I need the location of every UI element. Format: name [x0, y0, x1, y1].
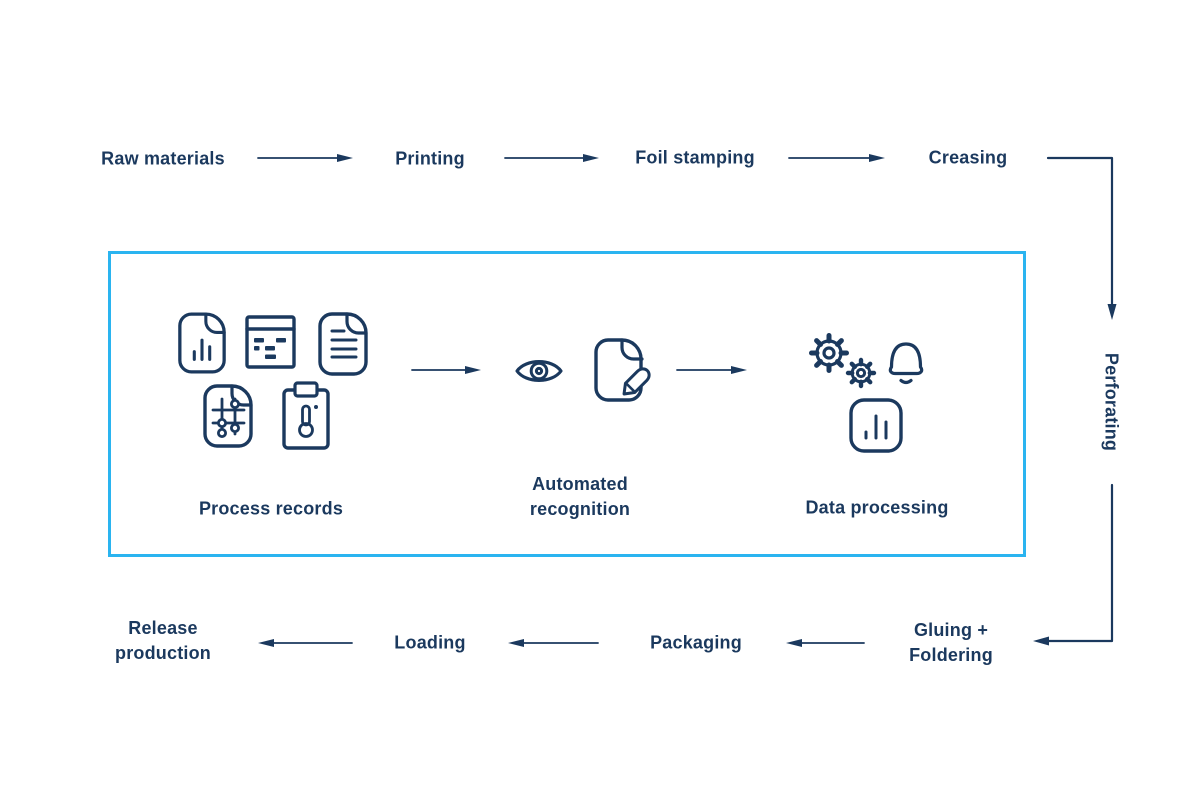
step-release-production: Release production [115, 616, 211, 666]
arrow-right-icon [676, 366, 747, 374]
bar-chart-tile-icon [849, 398, 903, 453]
arrow-right-icon [504, 154, 599, 162]
digital-process-highlight-box [108, 251, 1026, 557]
text-document-icon [318, 312, 368, 376]
step-release-production-line2: production [115, 643, 211, 663]
gear-small-icon [845, 357, 877, 389]
step-printing: Printing [395, 148, 465, 169]
stage-process-records-label: Process records [198, 498, 344, 519]
step-release-production-line1: Release [128, 618, 198, 638]
step-creasing: Creasing [928, 147, 1008, 168]
eye-icon [515, 360, 563, 382]
schedule-table-icon [245, 315, 296, 369]
bar-chart-document-icon [178, 312, 226, 374]
step-foil-stamping: Foil stamping [635, 147, 755, 168]
step-loading: Loading [394, 632, 466, 653]
bell-icon [888, 342, 924, 385]
arrow-right-icon [788, 154, 885, 162]
thermometer-clipboard-icon [282, 381, 330, 450]
edit-document-icon [594, 338, 651, 402]
grid-nodes-document-icon [203, 384, 253, 448]
step-packaging: Packaging [650, 632, 742, 653]
arrow-right-icon [257, 154, 353, 162]
step-gluing-foldering-line1: Gluing + [913, 620, 989, 640]
stage-automated-recognition-line2: recognition [529, 499, 631, 519]
arrow-left-icon [258, 639, 353, 647]
stage-automated-recognition-label: Automated recognition [530, 472, 630, 522]
arrow-left-icon [508, 639, 599, 647]
gear-large-icon [809, 333, 849, 373]
stage-data-processing-label: Data processing [805, 497, 949, 518]
stage-automated-recognition-line1: Automated [532, 474, 628, 494]
step-perforating: Perforating [1101, 352, 1122, 452]
elbow-connector-left-icon [1033, 483, 1114, 646]
arrow-left-icon [786, 639, 865, 647]
elbow-connector-down-icon [1046, 156, 1117, 320]
step-raw-materials: Raw materials [101, 148, 225, 169]
arrow-right-icon [411, 366, 481, 374]
step-gluing-foldering-line2: Foldering [909, 645, 993, 665]
step-gluing-foldering: Gluing + Foldering [909, 618, 993, 668]
